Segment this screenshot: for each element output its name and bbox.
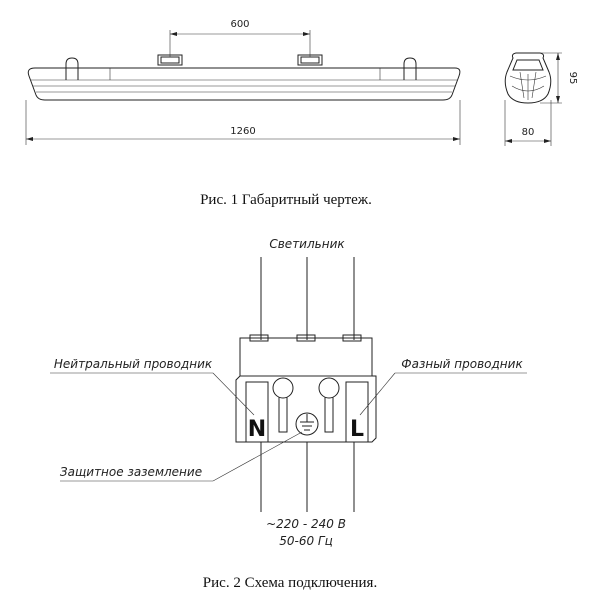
supply-voltage-label: ~220 - 240 В <box>266 517 346 531</box>
luminaire-side-view <box>27 54 461 101</box>
dim-95-label: 95 <box>567 72 578 85</box>
phase-leader <box>359 372 527 416</box>
supply-frequency-label: 50-60 Гц <box>279 534 333 548</box>
phase-conductor-label: Фазный проводник <box>401 357 523 371</box>
ground-leader <box>60 431 303 482</box>
dimension-length: 1260 <box>25 100 461 145</box>
terminal-l: L <box>350 417 364 442</box>
dim-600-label: 600 <box>230 19 249 30</box>
luminaire-end-view: 95 80 <box>504 52 578 146</box>
terminal-n: N <box>248 417 266 442</box>
terminal-block <box>235 334 377 443</box>
internal-wires <box>260 257 355 340</box>
protective-ground-label: Защитное заземление <box>60 465 202 479</box>
neutral-conductor-label: Нейтральный проводник <box>54 357 213 371</box>
dimension-mount-spacing: 600 <box>169 19 311 57</box>
ground-icon <box>295 412 319 436</box>
figure2-caption: Рис. 2 Схема подключения. <box>203 575 377 591</box>
figure1-caption: Рис. 1 Габаритный чертеж. <box>200 192 372 208</box>
neutral-leader <box>50 372 255 416</box>
dim-1260-label: 1260 <box>230 126 255 137</box>
supply-wires <box>260 442 355 512</box>
dim-80-label: 80 <box>522 127 535 138</box>
luminaire-title: Светильник <box>269 237 345 251</box>
